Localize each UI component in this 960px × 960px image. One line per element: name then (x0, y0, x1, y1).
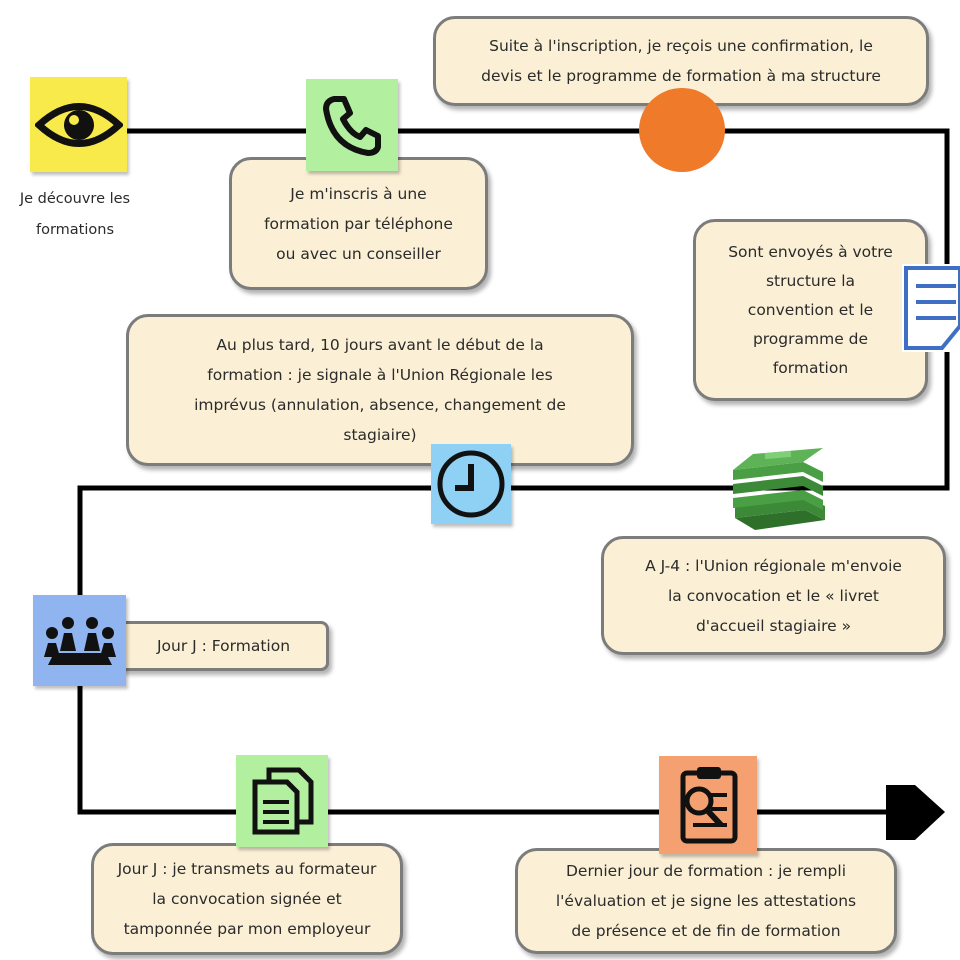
step-convention-text: Sont envoyés à votre structure la conven… (728, 242, 893, 377)
phone-icon-tile (306, 79, 398, 171)
meeting-icon-tile (33, 595, 126, 686)
step-convocation-box: A J-4 : l'Union régionale m'envoie la co… (601, 536, 946, 655)
clock-icon-tile (431, 444, 511, 524)
books-icon (733, 448, 825, 530)
step-jour-j-box: Jour J : Formation (118, 621, 329, 671)
flow-arrowhead (886, 785, 945, 840)
step-confirmation-text: Suite à l'inscription, je reçois une con… (481, 37, 881, 85)
step-decouvrir-caption: Je découvre les formations (19, 191, 131, 238)
step-transmission-box: Jour J : je transmets au formateur la co… (91, 843, 403, 955)
step-inscription-box: Je m'inscris à une formation par télépho… (229, 157, 488, 290)
orange-circle-icon (639, 88, 725, 172)
eye-icon (34, 102, 123, 147)
meeting-icon (43, 616, 116, 665)
document-icon-tile (902, 264, 960, 352)
step-evaluation-box: Dernier jour de formation : je rempli l'… (515, 848, 897, 954)
document-icon (904, 266, 960, 350)
step-jour-j-text: Jour J : Formation (156, 637, 291, 655)
step-inscription-text: Je m'inscris à une formation par télépho… (264, 184, 453, 263)
step-imprevus-box: Au plus tard, 10 jours avant le début de… (126, 314, 634, 466)
step-convocation-text: A J-4 : l'Union régionale m'envoie la co… (645, 556, 902, 635)
clipboard-icon-tile (659, 756, 757, 854)
documents-icon (252, 767, 314, 835)
eye-icon-tile (30, 77, 127, 172)
clipboard-icon (680, 767, 738, 844)
step-evaluation-text: Dernier jour de formation : je rempli l'… (555, 862, 857, 940)
step-transmission-text: Jour J : je transmets au formateur la co… (117, 860, 377, 938)
books-icon-tile (725, 440, 833, 540)
clock-icon (437, 450, 505, 518)
step-convention-box: Sont envoyés à votre structure la conven… (693, 219, 928, 401)
documents-icon-tile (236, 755, 328, 847)
step-imprevus-text: Au plus tard, 10 jours avant le début de… (194, 336, 566, 444)
flow-line (77, 128, 950, 815)
phone-icon (323, 96, 381, 156)
